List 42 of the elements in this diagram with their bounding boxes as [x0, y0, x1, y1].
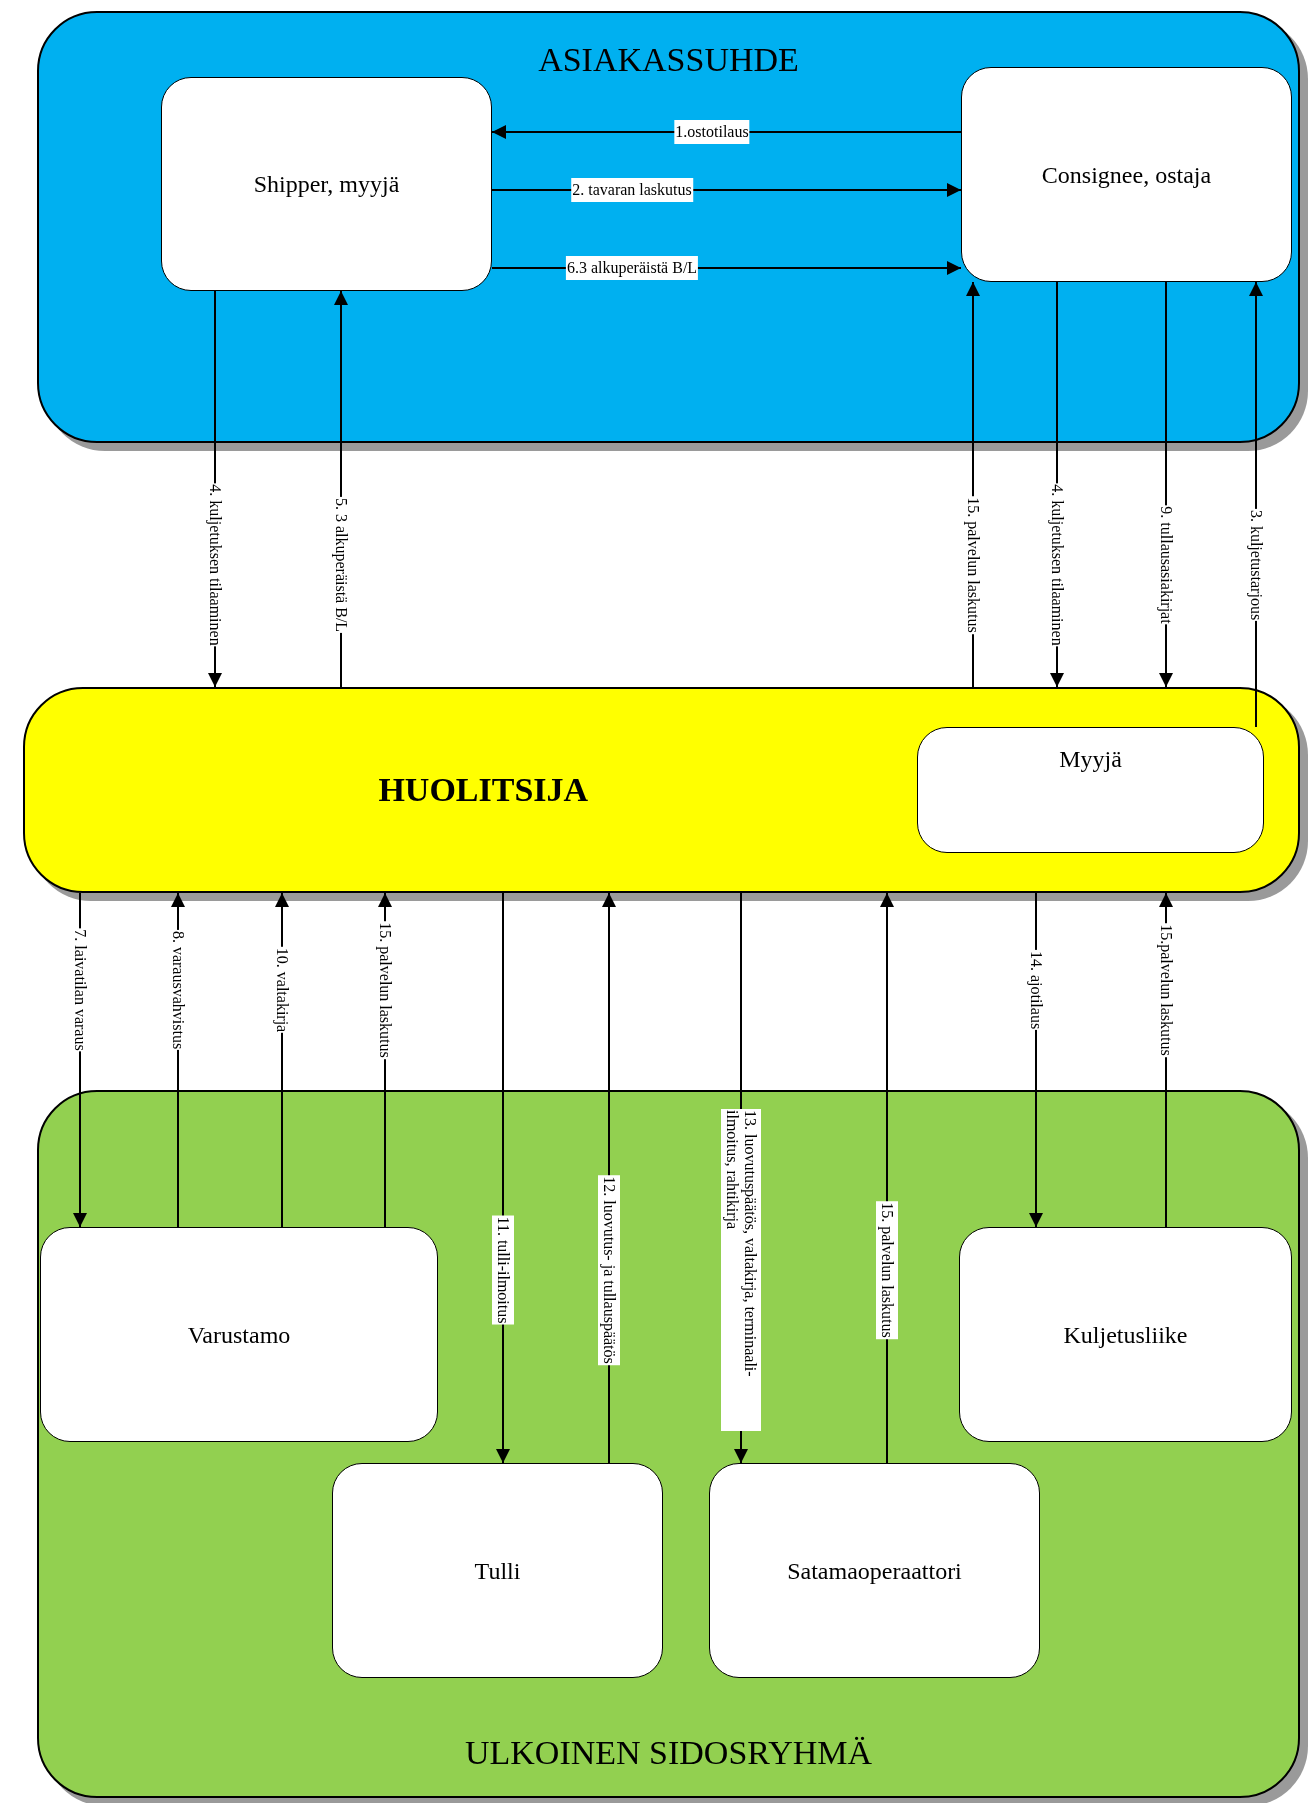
node-label: Varustamo	[187, 1321, 291, 1348]
arrow	[1029, 892, 1043, 1228]
rounded-box	[961, 67, 1292, 282]
arrow	[1050, 281, 1064, 688]
arrow	[1159, 281, 1173, 688]
node-label: Consignee, ostaja	[1041, 161, 1212, 188]
rounded-box	[161, 77, 492, 291]
edge-label: 11. tulli-ilmoitus	[492, 1215, 514, 1325]
arrow	[491, 125, 962, 139]
arrow	[378, 892, 392, 1228]
arrow	[966, 281, 980, 688]
arrow	[1159, 892, 1173, 1228]
arrow	[496, 892, 510, 1464]
edge-label: 15. palvelun laskutus	[876, 1201, 898, 1339]
edge-label: 6.3 alkuperäistä B/L	[565, 256, 699, 280]
arrow	[208, 290, 222, 688]
edge-label: 13. luovutuspäätös, valtakirja, terminaali-ilmoitus, rahtikirja	[721, 1109, 761, 1431]
rounded-box	[332, 1463, 663, 1678]
edge-label: 12. luovutus- ja tullauspäätös	[598, 1175, 620, 1365]
node-label: Myyjä	[1059, 746, 1122, 773]
node-label: Shipper, myyjä	[253, 170, 400, 198]
rounded-box	[709, 1463, 1040, 1678]
arrow	[880, 892, 894, 1464]
arrow	[334, 290, 348, 688]
rounded-box	[917, 727, 1264, 853]
arrow	[171, 892, 185, 1228]
arrow	[73, 892, 87, 1228]
node-label: Tulli	[474, 1557, 521, 1584]
arrow	[491, 261, 962, 275]
rounded-box	[40, 1227, 438, 1442]
node-label: Kuljetusliike	[1063, 1321, 1188, 1348]
group-title: ASIAKASSUHDE	[538, 41, 799, 79]
edge-label: 2. tavaran laskutus	[571, 178, 693, 202]
arrow	[1249, 281, 1263, 728]
group-title: HUOLITSIJA	[378, 771, 589, 809]
arrow	[491, 183, 962, 197]
edge-label: 1.ostotilaus	[674, 120, 750, 144]
arrow	[602, 892, 616, 1464]
node-label: Satamaoperaattori	[787, 1557, 962, 1584]
group-title: ULKOINEN SIDOSRYHMÄ	[464, 1734, 873, 1772]
rounded-box	[959, 1227, 1292, 1442]
arrow	[275, 892, 289, 1228]
